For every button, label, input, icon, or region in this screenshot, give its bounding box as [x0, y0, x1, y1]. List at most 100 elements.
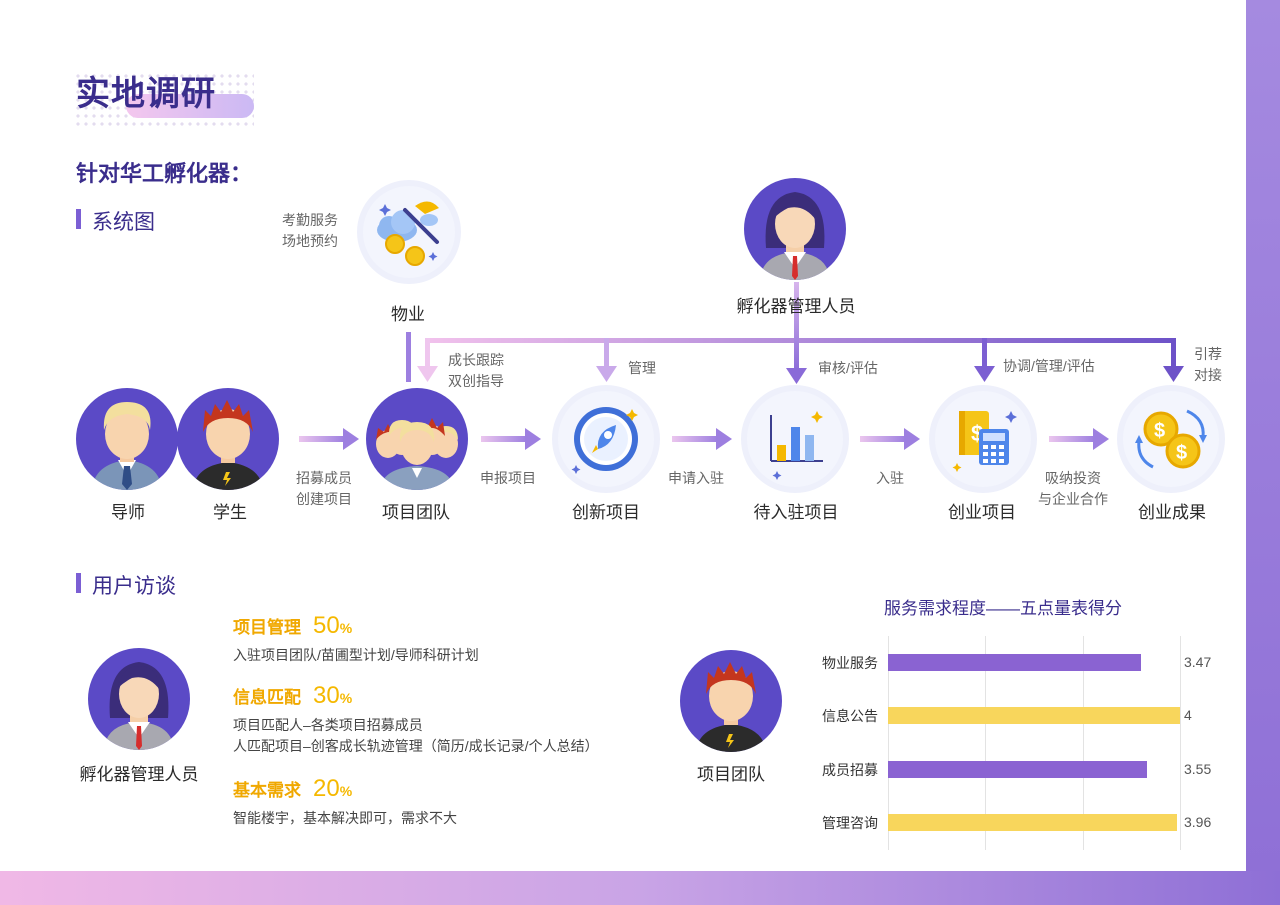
service-attendance: 考勤服务	[282, 212, 338, 228]
mentor-avatar-icon	[92, 402, 162, 490]
property-line	[406, 332, 411, 382]
team-avatar	[366, 388, 468, 490]
cloud-tools-icon	[377, 201, 439, 266]
coins-exchange-icon: $ $	[1135, 409, 1207, 469]
item-info-matching-pct: 30	[313, 682, 340, 709]
female-manager-avatar-icon	[760, 192, 830, 280]
chart-grid-line	[985, 636, 987, 850]
chart-bar	[888, 707, 1180, 725]
diagram-connectors	[406, 282, 1184, 384]
property-icon-circle	[357, 180, 461, 284]
node-team-label: 项目团队	[382, 503, 450, 522]
page-title: 实地调研	[76, 75, 216, 113]
mentor-avatar	[76, 388, 178, 490]
line-to-results	[1171, 338, 1176, 368]
bar-chart-icon	[770, 411, 823, 480]
edge-absorb-line2: 与企业合作	[1038, 491, 1108, 507]
arrow-apply	[481, 428, 541, 450]
edge-recruit-label: 招募成员 创建项目	[296, 468, 352, 510]
manager-avatar	[744, 178, 846, 280]
startup-icon-circle: $	[929, 385, 1037, 493]
chart-value-label: 3.55	[1184, 760, 1212, 777]
edge-refer-label: 引荐 对接	[1194, 344, 1222, 386]
student-avatar	[177, 388, 279, 490]
arrow-to-innovation	[596, 366, 617, 382]
line-to-startup	[982, 338, 987, 368]
arrow-to-startup	[974, 366, 995, 382]
node-results-label: 创业成果	[1138, 503, 1206, 522]
item-basic-needs-desc: 智能楼宇，基本解决即可，需求不大	[233, 810, 457, 826]
chart-value-label: 3.47	[1184, 653, 1212, 670]
item-project-management-pct: 50	[313, 612, 340, 639]
edge-apply-label: 申报项目	[480, 470, 536, 486]
edge-refer-line2: 对接	[1194, 367, 1222, 383]
results-icon-circle: $ $	[1117, 385, 1225, 493]
item-basic-needs-pct: 20	[313, 775, 340, 802]
bottom-decor-bar	[0, 871, 1280, 905]
section-system: 系统图	[76, 206, 155, 236]
node-property-label: 物业	[391, 305, 425, 324]
chart-bar	[888, 814, 1178, 832]
edge-absorb-label: 吸纳投资 与企业合作	[1038, 468, 1108, 510]
edge-growth-label: 成长跟踪 双创指导	[448, 350, 504, 392]
student-avatar-icon	[193, 400, 263, 490]
item-info-matching-desc: 项目匹配人–各类项目招募成员 人匹配项目–创客成长轨迹管理（简历/成长记录/个人…	[233, 715, 599, 757]
title-highlight	[126, 94, 254, 118]
page-subtitle: 针对华工孵化器：	[76, 161, 253, 186]
edge-recruit-line2: 创建项目	[296, 491, 352, 507]
student-avatar-icon	[696, 662, 766, 752]
chart-category-label: 成员招募	[822, 761, 878, 778]
item-project-management-title: 项目管理	[233, 618, 301, 637]
node-manager-label: 孵化器管理人员	[736, 297, 856, 316]
innovation-icon-circle	[552, 385, 660, 493]
edge-growth-line2: 双创指导	[448, 373, 504, 389]
edge-enter-label: 入驻	[876, 470, 904, 486]
interview-team-avatar	[680, 650, 782, 752]
arrow-apply-entry	[672, 428, 732, 450]
rocket-compass-icon	[571, 407, 638, 474]
item-basic-needs: 基本需求 20%	[233, 775, 352, 803]
chart-bar	[888, 653, 1142, 671]
chart-value-label: 3.96	[1184, 814, 1212, 831]
chart-category-label: 物业服务	[822, 654, 878, 671]
chart-grid-line	[888, 636, 889, 850]
chart-category-label: 信息公告	[822, 708, 878, 725]
right-decor-bar	[1246, 0, 1280, 905]
arrow-absorb	[1049, 428, 1109, 450]
manager-line	[794, 282, 799, 372]
svg-text:$: $	[1154, 420, 1165, 442]
item-info-matching-sign: %	[339, 690, 353, 706]
edge-absorb-line1: 吸纳投资	[1045, 470, 1101, 486]
item-basic-needs-title: 基本需求	[233, 781, 301, 800]
female-manager-avatar-icon	[104, 662, 174, 750]
chart-grid-line	[1082, 636, 1084, 850]
chart-grid-line	[1180, 636, 1181, 850]
node-innovation-label: 创新项目	[572, 503, 640, 522]
chart-value-label: 4	[1184, 707, 1192, 724]
distribution-line	[425, 338, 1176, 343]
arrow-recruit	[299, 428, 359, 450]
chart-category-label: 管理咨询	[822, 815, 878, 832]
arrow-to-results	[1163, 366, 1184, 382]
node-mentor-label: 导师	[111, 503, 145, 522]
item-project-management-desc: 入驻项目团队/苗圃型计划/导师科研计划	[233, 647, 479, 663]
item-project-management-sign: %	[339, 620, 353, 636]
item-info-matching-line1: 项目匹配人–各类项目招募成员	[233, 717, 423, 733]
edge-coordinate-label: 协调/管理/评估	[1003, 358, 1095, 374]
edge-growth-line1: 成长跟踪	[448, 352, 504, 368]
interview-manager-avatar	[88, 648, 190, 750]
node-pending-label: 待入驻项目	[753, 503, 839, 522]
edge-refer-line1: 引荐	[1194, 346, 1222, 362]
arrow-enter	[860, 428, 920, 450]
edge-recruit-line1: 招募成员	[296, 470, 352, 486]
chart-bar	[888, 760, 1148, 778]
arrow-to-pending	[786, 368, 807, 384]
team-group-icon	[376, 418, 458, 490]
item-project-management: 项目管理 50%	[233, 612, 352, 640]
item-info-matching-line2: 人匹配项目–创客成长轨迹管理（简历/成长记录/个人总结）	[233, 738, 599, 754]
item-basic-needs-sign: %	[339, 783, 353, 799]
ledger-calculator-icon: $	[952, 411, 1017, 472]
svg-text:$: $	[1176, 442, 1187, 464]
interview-team-label: 项目团队	[697, 765, 765, 784]
